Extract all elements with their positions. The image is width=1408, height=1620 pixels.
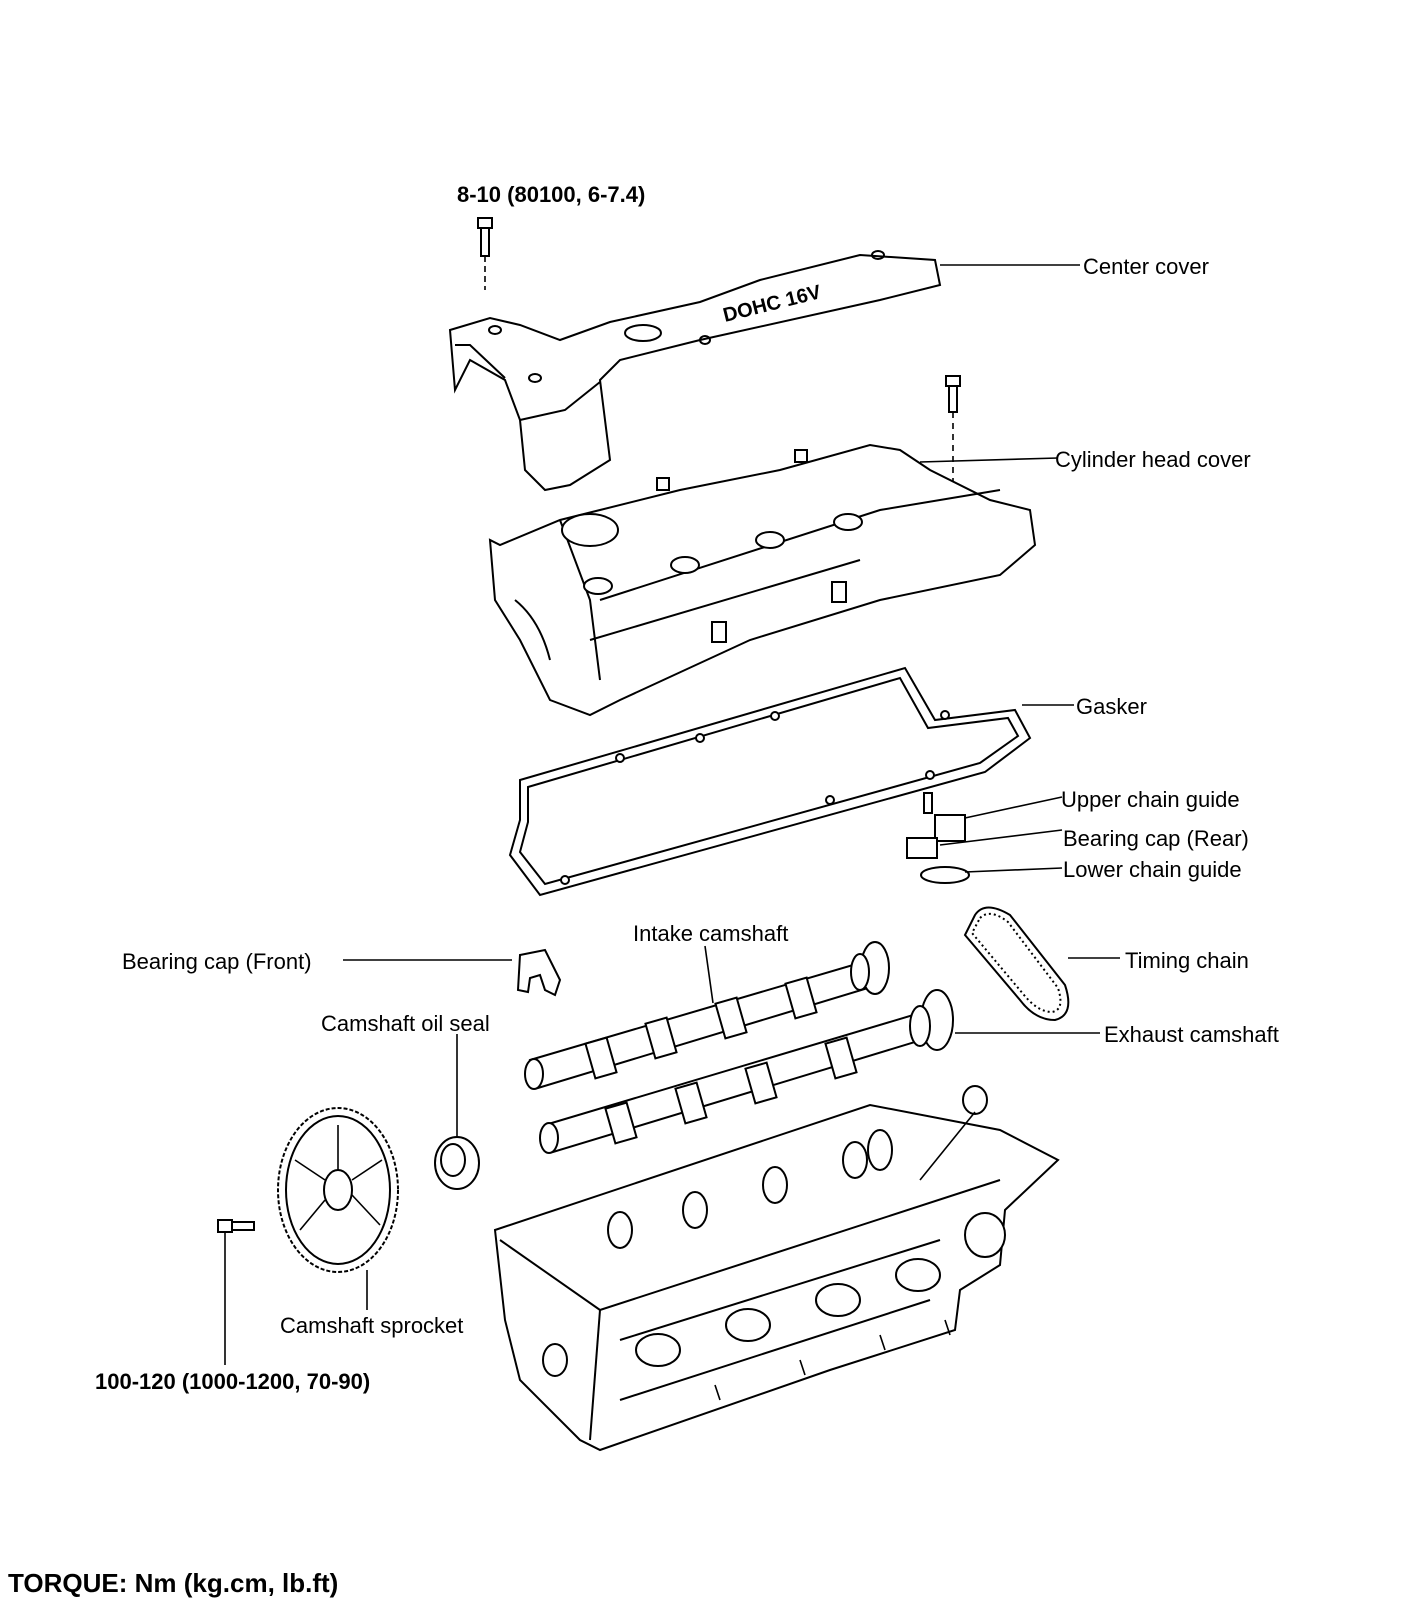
cover-bolt-torque-spec: 8-10 (80100, 6-7.4) [457,182,646,207]
bearing-cap-front [516,948,562,997]
gasket [508,666,1032,897]
upper-chain-guide-label: Upper chain guide [1061,787,1240,812]
cylinder-head-cover-label: Cylinder head cover [1055,447,1251,472]
sprocket-bolt-torque-spec: 100-120 (1000-1200, 70-90) [95,1369,371,1394]
camshaft-sprocket [277,1107,399,1273]
timing-chain-label: Timing chain [1125,948,1249,973]
gasket-label: Gasker [1076,694,1147,719]
torque-prefix: TORQUE: [8,1568,128,1598]
bearing-cap-rear-label: Bearing cap (Rear) [1063,826,1249,851]
camshaft-sprocket-label: Camshaft sprocket [280,1313,464,1338]
timing-chain [963,906,1070,1022]
center-cover-label: Center cover [1083,254,1209,279]
intake-camshaft [524,941,890,1090]
lower-chain-guide-label: Lower chain guide [1063,857,1242,882]
center-cover: DOHC 16V [448,250,942,492]
chain-guide-group [906,792,970,884]
cover-bolt [477,217,493,290]
intake-camshaft-label: Intake camshaft [633,921,789,946]
camshaft-oil-seal-label: Camshaft oil seal [321,1011,490,1036]
sprocket-bolt [217,1219,255,1365]
exhaust-camshaft [539,989,954,1154]
camshaft-oil-seal [434,1136,480,1190]
cylinder-head [493,1085,1060,1452]
leader-lines [343,264,1120,1310]
bearing-cap-front-label: Bearing cap (Front) [122,949,312,974]
exhaust-camshaft-label: Exhaust camshaft [1104,1022,1279,1047]
torque-units-footer: TORQUE: Nm (kg.cm, lb.ft) [8,1568,338,1599]
torque-units: Nm (kg.cm, lb.ft) [134,1568,339,1598]
cylinder-head-cover [488,443,1037,717]
